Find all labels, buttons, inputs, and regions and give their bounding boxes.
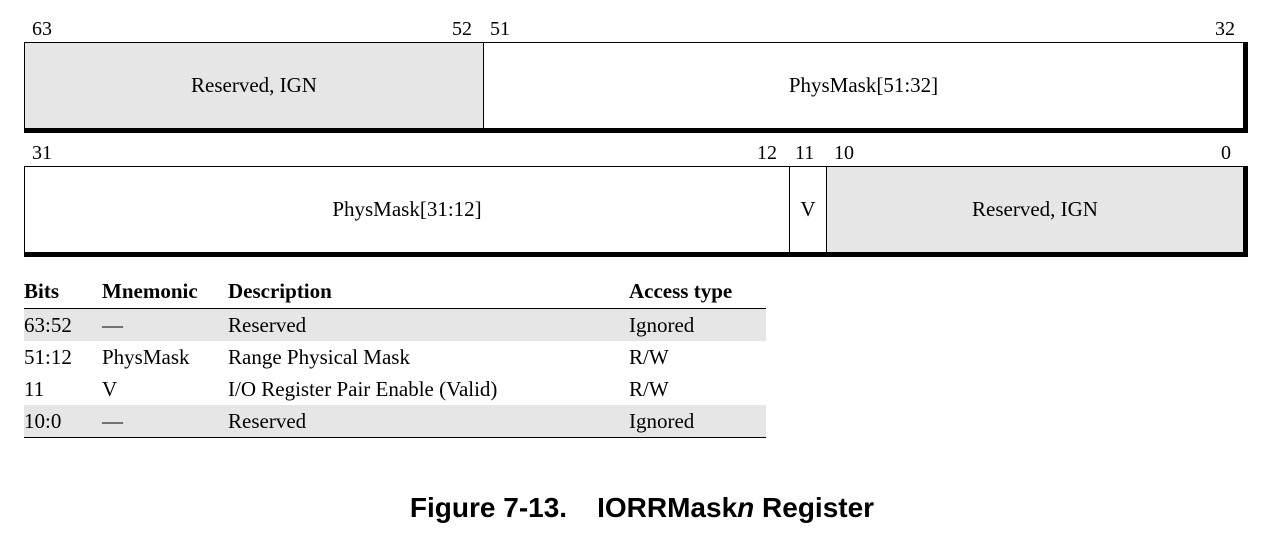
field-v: V <box>789 167 826 252</box>
cell-description: Range Physical Mask <box>228 345 410 369</box>
bit-label-52: 52 <box>452 18 472 40</box>
cell-description: I/O Register Pair Enable (Valid) <box>228 377 498 401</box>
cell-description: Reserved <box>228 409 307 433</box>
header-mnemonic: Mnemonic <box>102 279 198 303</box>
table-row: 10:0 — Reserved Ignored <box>24 405 766 438</box>
field-physmask-high-label: PhysMask[51:32] <box>788 73 939 97</box>
figure-caption: Figure 7-13. IORRMaskn Register <box>0 490 1284 526</box>
figure-title-prefix: IORRMask <box>597 492 738 523</box>
register-lower-row: PhysMask[31:12] V Reserved, IGN <box>24 166 1248 257</box>
figure-number: Figure 7-13. <box>409 492 568 523</box>
header-description: Description <box>228 279 332 303</box>
table-header-row: Bits Mnemonic Description Access type <box>24 278 766 309</box>
cell-access: Ignored <box>629 409 695 433</box>
field-reserved-upper-label: Reserved, IGN <box>191 73 317 97</box>
cell-bits: 11 <box>24 377 45 401</box>
cell-description: Reserved <box>228 313 307 337</box>
field-physmask-low-label: PhysMask[31:12] <box>332 197 482 221</box>
figure-title-suffix: Register <box>754 492 875 523</box>
bit-label-31: 31 <box>32 142 52 164</box>
cell-mnemonic: V <box>102 377 118 401</box>
field-description-table: Bits Mnemonic Description Access type 63… <box>24 278 766 438</box>
cell-bits: 63:52 <box>24 313 72 337</box>
cell-access: R/W <box>629 377 669 401</box>
bit-label-10: 10 <box>834 142 854 164</box>
table-row: 63:52 — Reserved Ignored <box>24 309 766 341</box>
table-row: 11 V I/O Register Pair Enable (Valid) R/… <box>24 373 766 405</box>
cell-bits: 51:12 <box>24 345 72 369</box>
bit-label-32: 32 <box>1215 18 1235 40</box>
register-upper-row: Reserved, IGN PhysMask[51:32] <box>24 42 1248 133</box>
cell-mnemonic: — <box>102 409 123 433</box>
bit-label-12: 12 <box>757 142 777 164</box>
cell-access: R/W <box>629 345 669 369</box>
cell-mnemonic: — <box>102 313 123 337</box>
field-reserved-upper: Reserved, IGN <box>25 43 483 128</box>
header-access-type: Access type <box>629 279 733 303</box>
field-physmask-high: PhysMask[51:32] <box>483 43 1243 128</box>
cell-bits: 10:0 <box>24 409 62 433</box>
table-row: 51:12 PhysMask Range Physical Mask R/W <box>24 341 766 373</box>
bit-label-11: 11 <box>795 142 815 164</box>
bit-label-51: 51 <box>490 18 510 40</box>
bit-label-0: 0 <box>1221 142 1231 164</box>
header-bits: Bits <box>24 279 60 303</box>
field-v-label: V <box>800 197 816 221</box>
cell-mnemonic: PhysMask <box>102 345 190 369</box>
field-physmask-low: PhysMask[31:12] <box>25 167 789 252</box>
figure-title-italic: n <box>737 492 755 523</box>
bit-label-63: 63 <box>32 18 52 40</box>
cell-access: Ignored <box>629 313 695 337</box>
field-reserved-lower-label: Reserved, IGN <box>972 197 1098 221</box>
field-reserved-lower: Reserved, IGN <box>826 167 1243 252</box>
